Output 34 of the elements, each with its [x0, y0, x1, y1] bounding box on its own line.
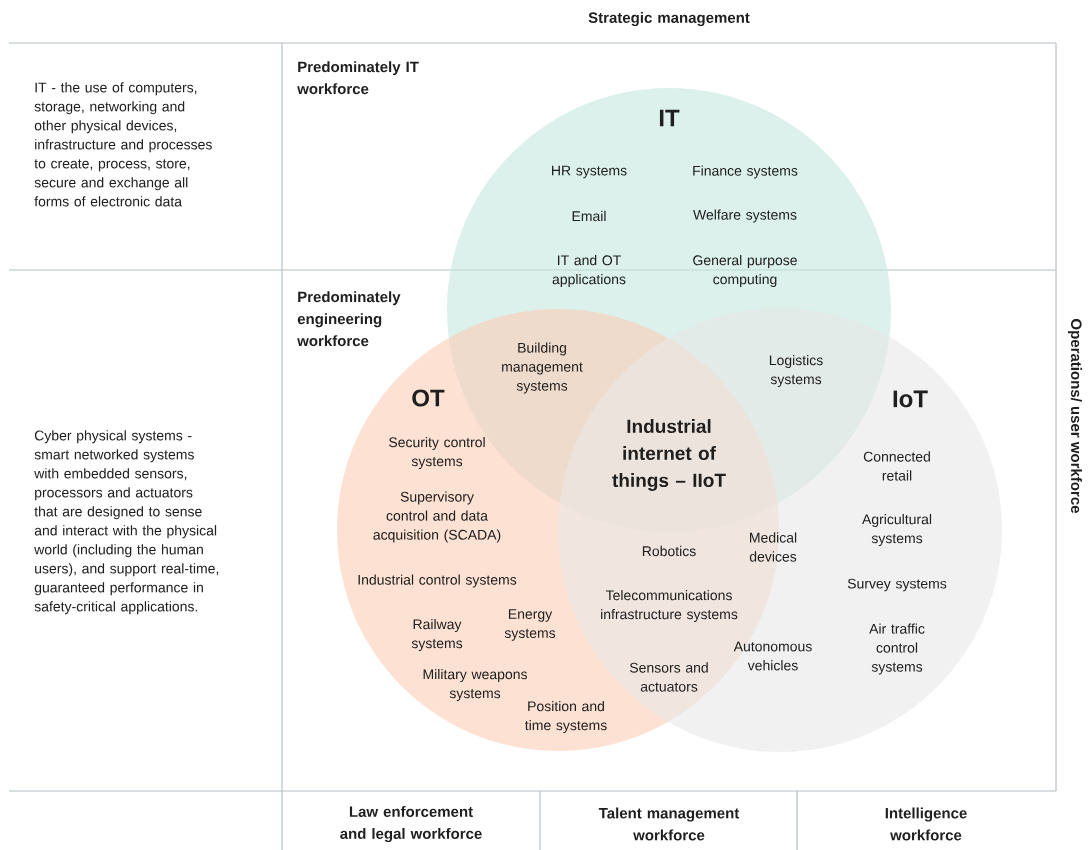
item-label: Survey systems: [847, 578, 947, 592]
item-label: Telecommunications infrastructure systems: [601, 589, 738, 622]
item-label: Energy systems: [504, 609, 556, 641]
axis-heading: Operations/ user workforce: [1068, 319, 1082, 513]
item-label: Building management systems: [502, 342, 583, 394]
column-heading: Law enforcement and legal workforce: [340, 805, 482, 842]
definition-text: IT - the use of computers, storage, networking and other physical devices, infrastructure and processes to create, process, store, secure and exchange all forms of electronic data: [34, 82, 212, 207]
item-label: Connected retail: [863, 451, 930, 481]
item-label: Medical devices: [749, 532, 797, 562]
item-label: Welfare systems: [693, 209, 797, 223]
item-label: Position and time systems: [525, 700, 607, 733]
item-label: Autonomous vehicles: [733, 641, 812, 671]
item-label: HR systems: [552, 165, 627, 179]
row-heading: Predominately engineering workforce: [297, 291, 401, 347]
item-label: IT and OT applications: [552, 254, 626, 287]
item-label: Robotics: [642, 545, 696, 557]
item-label: Agricultural systems: [862, 513, 932, 546]
item-label: Logistics systems: [769, 354, 823, 387]
item-label: Finance systems: [693, 165, 798, 179]
item-label: Military weapons systems: [423, 668, 527, 701]
item-label: Security control systems: [389, 436, 485, 469]
column-heading: Talent management workforce: [598, 807, 740, 841]
column-heading: Intelligence workforce: [885, 807, 967, 841]
item-label: Sensors and actuators: [629, 662, 708, 692]
definition-text: Cyber physical systems - smart networked systems with embedded sensors, processors and actuators that are designed to sense and interact with the physical world (including the human users), and support real-time, guaranteed performance in safety-critical applications.: [34, 430, 219, 615]
row-heading: Predominately IT workforce: [297, 61, 419, 95]
item-label: Railway systems: [411, 618, 463, 651]
item-label: Supervisory control and data acquisition (SCADA): [373, 491, 501, 543]
item-label: Industrial control systems: [358, 574, 517, 588]
item-label: Air traffic control systems: [869, 623, 925, 675]
column-heading: Strategic management: [588, 11, 750, 26]
item-label: General purpose computing: [693, 254, 797, 287]
item-label: Email: [572, 210, 606, 222]
overlap-title: Industrial internet of things – IIoT: [612, 419, 726, 491]
